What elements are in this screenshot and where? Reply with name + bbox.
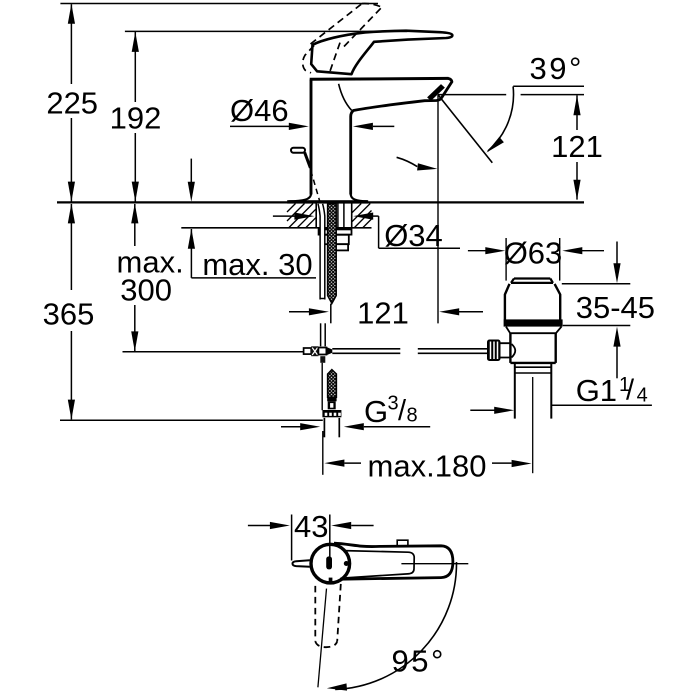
svg-text:G: G [364,394,388,429]
svg-text:365: 365 [43,297,95,332]
svg-text:max. 30: max. 30 [202,247,312,282]
svg-text:/: / [626,375,635,407]
svg-text:max.: max. [117,245,184,280]
svg-text:max.180: max.180 [368,449,487,484]
svg-text:121: 121 [357,295,409,330]
svg-text:3: 3 [388,392,399,414]
svg-text:35-45: 35-45 [576,290,655,325]
svg-text:192: 192 [110,101,162,136]
svg-text:Ø34: Ø34 [384,218,443,253]
svg-text:Ø46: Ø46 [230,93,289,128]
svg-text:Ø63: Ø63 [504,236,563,271]
svg-text:G1: G1 [576,373,617,408]
svg-text:8: 8 [407,405,418,427]
svg-text:43: 43 [294,509,328,544]
svg-text:225: 225 [46,86,98,121]
svg-text:1: 1 [619,374,630,396]
svg-text:/: / [398,395,407,427]
svg-text:300: 300 [120,273,172,308]
svg-text:4: 4 [637,384,648,406]
svg-text:121: 121 [551,129,603,164]
svg-text:95°: 95° [392,644,446,679]
svg-text:39°: 39° [530,51,584,86]
